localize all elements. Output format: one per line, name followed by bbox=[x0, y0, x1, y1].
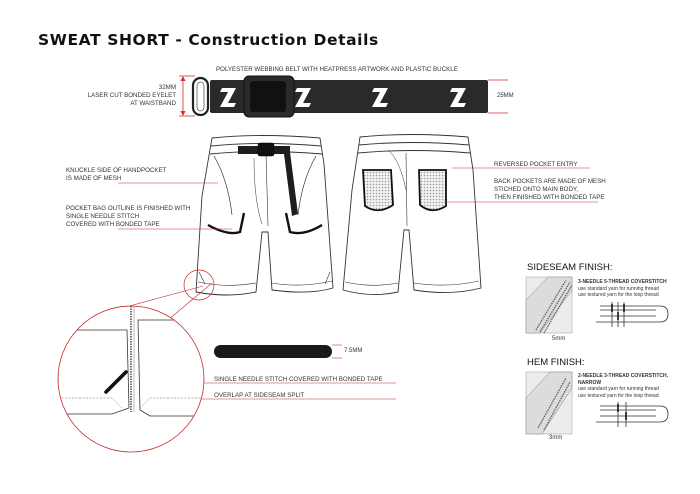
eyelet-label: 32MM LASER CUT BONDED EYELET AT WAISTBAN… bbox=[86, 84, 176, 108]
sideseam-dimension: 5mm bbox=[552, 336, 566, 342]
page-title: SWEAT SHORT - Construction Details bbox=[38, 31, 379, 49]
detail-marker-circle bbox=[183, 269, 215, 301]
sideseam-stitch-diagram bbox=[525, 276, 669, 334]
eyelet-size: 32MM bbox=[158, 84, 176, 91]
eyelet-dimension-arrow bbox=[179, 75, 195, 117]
knuckle-callout: KNUCKLE SIDE OF HANDPOCKET IS MADE OF ME… bbox=[66, 167, 167, 182]
back-pockets-callout: BACK POCKETS ARE MADE OF MESH STICHED ON… bbox=[494, 178, 606, 201]
sideseam-notes: 3-NEEDLE 5-THREAD COVERSTITCH use standa… bbox=[578, 279, 667, 298]
bonded-tape-swatch bbox=[214, 344, 342, 359]
back-short-illustration bbox=[342, 134, 482, 295]
single-needle-callout: SINGLE NEEDLE STITCH COVERED WITH BONDED… bbox=[214, 376, 383, 383]
hem-notes: 2-NEEDLE 3-THREAD COVERSTITCH, NARROW us… bbox=[578, 373, 669, 399]
sideseam-heading: SIDESEAM FINISH: bbox=[527, 262, 613, 273]
belt-logo-icon bbox=[220, 88, 466, 107]
overlap-callout: OVERLAP AT SIDESEAM SPLIT bbox=[214, 392, 305, 399]
eyelet-line-3: AT WAISTBAND bbox=[130, 100, 176, 107]
front-belt bbox=[238, 142, 298, 216]
reversed-pocket-callout: REVERSED POCKET ENTRY bbox=[494, 161, 578, 168]
belt-width-dimension bbox=[488, 79, 508, 114]
tape-width-label: 7.5MM bbox=[344, 348, 363, 354]
hem-dimension: 3mm bbox=[549, 435, 563, 441]
front-pocket-tape-right bbox=[284, 212, 323, 235]
back-short-body bbox=[342, 134, 482, 295]
belt-illustration bbox=[179, 75, 508, 118]
eyelet-line-2: LASER CUT BONDED EYELET bbox=[87, 92, 176, 99]
sideseam-detail-circle bbox=[57, 305, 205, 453]
hem-stitch-diagram bbox=[525, 371, 669, 435]
front-short-illustration bbox=[195, 135, 334, 296]
back-pocket-left bbox=[362, 169, 394, 212]
front-pocket-tape-left bbox=[207, 212, 246, 235]
belt-description-label: POLYESTER WEBBING BELT WITH HEATPRESS AR… bbox=[216, 66, 458, 73]
plastic-buckle bbox=[243, 75, 295, 118]
hem-heading: HEM FINISH: bbox=[527, 357, 585, 368]
front-short-body bbox=[195, 135, 334, 296]
pocket-bag-callout: POCKET BAG OUTLINE IS FINISHED WITH SING… bbox=[66, 205, 191, 228]
back-pocket-right bbox=[418, 169, 447, 212]
belt-width-label: 25MM bbox=[497, 93, 514, 99]
eyelet-loop bbox=[191, 76, 210, 117]
